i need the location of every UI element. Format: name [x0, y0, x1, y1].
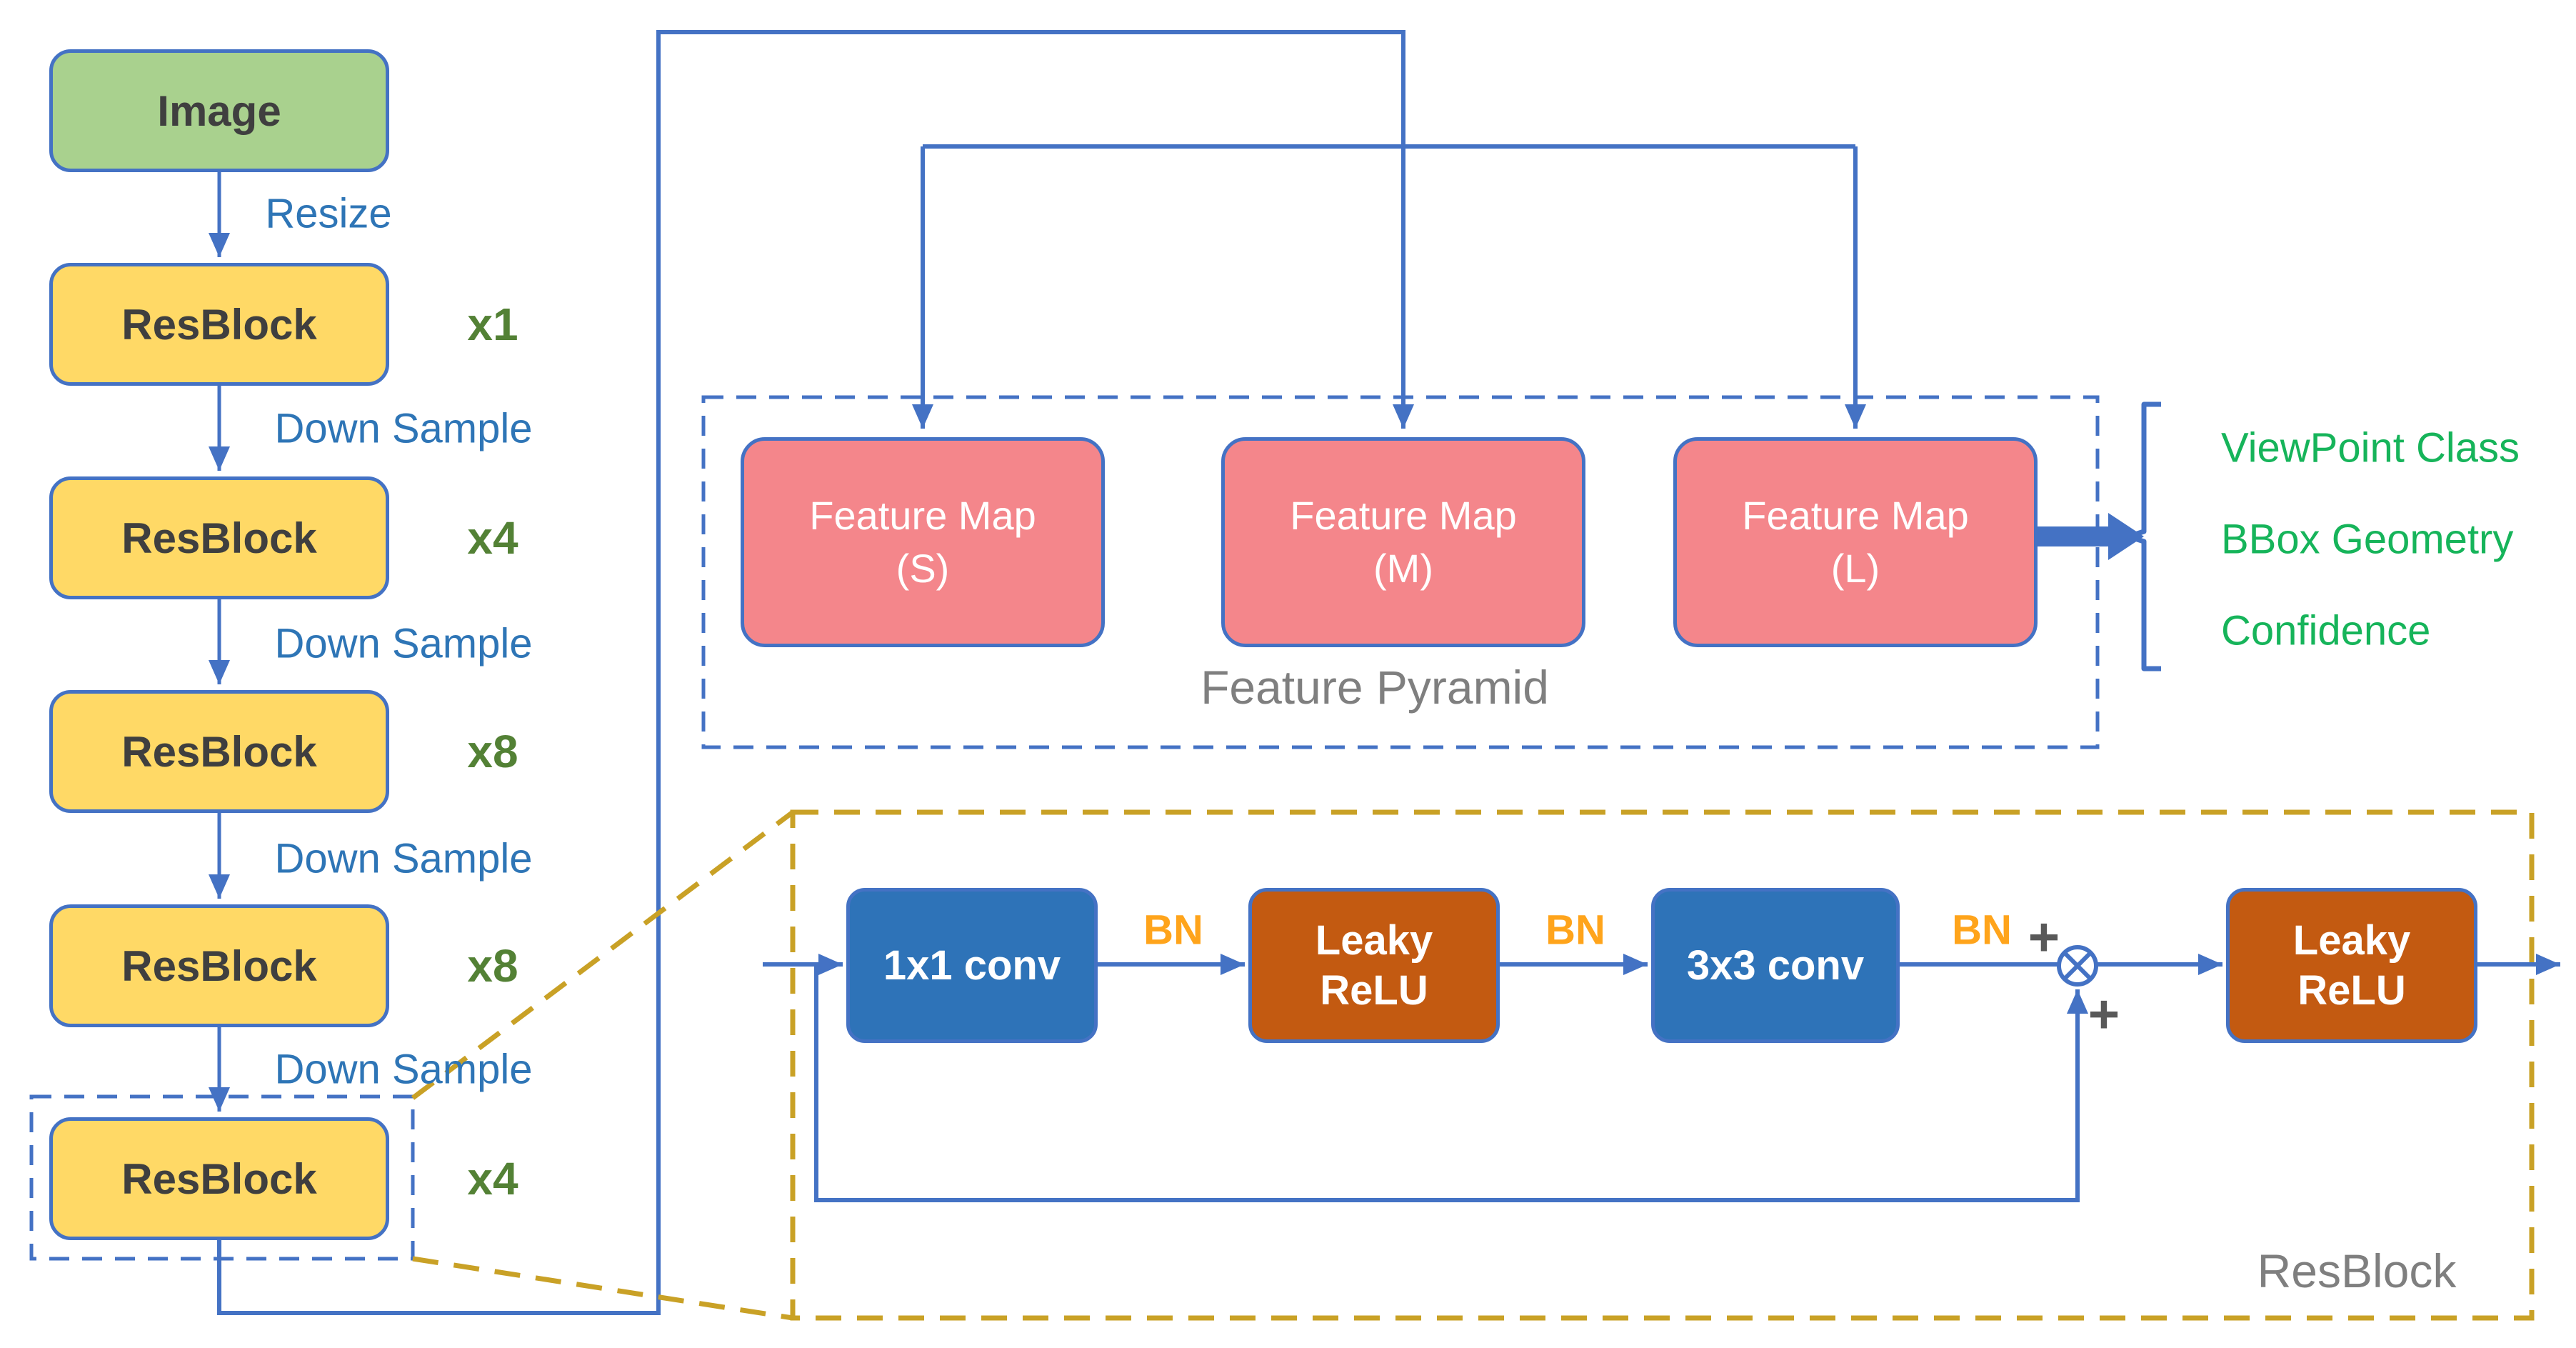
downsample-label-3: Down Sample — [274, 835, 533, 882]
otimes-junction-icon — [2057, 945, 2098, 987]
downsample-label-1: Down Sample — [274, 405, 533, 452]
resblock-3-multiplier: x8 — [467, 726, 518, 777]
feature-map-m-box: Feature Map (M) — [1221, 437, 1585, 647]
feature-map-s-label: Feature Map (S) — [809, 489, 1036, 595]
conv1x1-label: 1x1 conv — [883, 942, 1061, 989]
resblock-1-box: ResBlock — [49, 263, 389, 386]
leaky-relu-1-label: Leaky ReLU — [1315, 916, 1433, 1015]
resblock-2-box: ResBlock — [49, 476, 389, 599]
output-viewpoint-class-label: ViewPoint Class — [2221, 424, 2520, 471]
output-confidence-label: Confidence — [2221, 607, 2431, 654]
resblock-4-label: ResBlock — [121, 942, 317, 990]
bn-label-3: BN — [1952, 907, 2012, 954]
skip-connection-line — [814, 964, 2088, 1202]
resblock-2-label: ResBlock — [121, 514, 317, 562]
leaky-relu-2-label: Leaky ReLU — [2293, 916, 2410, 1015]
feature-map-m-label: Feature Map (M) — [1290, 489, 1517, 595]
conv3x3-label: 3x3 conv — [1686, 942, 1865, 989]
conv1x1-box: 1x1 conv — [846, 888, 1098, 1043]
feature-map-m-title: Feature Map — [1290, 493, 1517, 539]
feature-map-l-label: Feature Map (L) — [1742, 489, 1969, 595]
feature-map-l-title: Feature Map — [1742, 493, 1969, 539]
feature-map-s-scale: (S) — [896, 546, 950, 591]
image-box: Image — [49, 49, 389, 172]
backbone-to-feature-map-m-line — [217, 30, 1414, 1315]
resblock-detail-title: ResBlock — [2257, 1244, 2457, 1297]
output-bbox-geometry-label: BBox Geometry — [2221, 516, 2514, 563]
pyramid-output-thick-arrow — [2038, 513, 2144, 560]
detail-flow-lines — [763, 954, 2560, 1202]
plus-sign-1: + — [2028, 907, 2060, 968]
resblock-5-multiplier: x4 — [467, 1153, 518, 1204]
bn-label-2: BN — [1545, 907, 1605, 954]
leaky-relu-2-line2: ReLU — [2297, 967, 2406, 1014]
resblock-5-box: ResBlock — [49, 1117, 389, 1240]
downsample-label-4: Down Sample — [274, 1046, 533, 1093]
resblock-2-multiplier: x4 — [467, 512, 518, 564]
resblock-3-label: ResBlock — [121, 727, 317, 776]
resblock-1-multiplier: x1 — [467, 299, 518, 350]
resize-label: Resize — [265, 190, 392, 237]
resblock-3-box: ResBlock — [49, 690, 389, 813]
feature-map-s-box: Feature Map (S) — [741, 437, 1105, 647]
feature-map-s-title: Feature Map — [809, 493, 1036, 539]
leaky-relu-1-line2: ReLU — [1320, 967, 1428, 1014]
resblock-4-multiplier: x8 — [467, 940, 518, 992]
plus-sign-2: + — [2088, 984, 2120, 1045]
conv3x3-box: 3x3 conv — [1651, 888, 1900, 1043]
output-brace — [2125, 401, 2161, 671]
leaky-relu-2-box: Leaky ReLU — [2226, 888, 2477, 1043]
bn-label-1: BN — [1143, 907, 1203, 954]
feature-map-l-scale: (L) — [1830, 546, 1880, 591]
feature-map-l-box: Feature Map (L) — [1673, 437, 2038, 647]
zoom-leader-bottom-line — [412, 1256, 793, 1321]
resblock-highlight-dashed-border — [29, 1094, 415, 1261]
zoom-leader-top-line — [411, 810, 795, 1100]
resblock-1-label: ResBlock — [121, 300, 317, 349]
feature-pyramid-dashed-border — [701, 395, 2100, 749]
feature-pyramid-title: Feature Pyramid — [1201, 661, 1549, 714]
resblock-5-label: ResBlock — [121, 1154, 317, 1203]
resblock-detail-dashed-border — [790, 809, 2535, 1321]
leaky-relu-1-line1: Leaky — [1315, 917, 1433, 964]
image-box-label: Image — [157, 86, 281, 135]
resblock-4-box: ResBlock — [49, 904, 389, 1027]
leaky-relu-2-line1: Leaky — [2292, 917, 2411, 964]
downsample-label-2: Down Sample — [274, 620, 533, 667]
leaky-relu-1-box: Leaky ReLU — [1248, 888, 1500, 1043]
feature-map-m-scale: (M) — [1373, 546, 1433, 591]
